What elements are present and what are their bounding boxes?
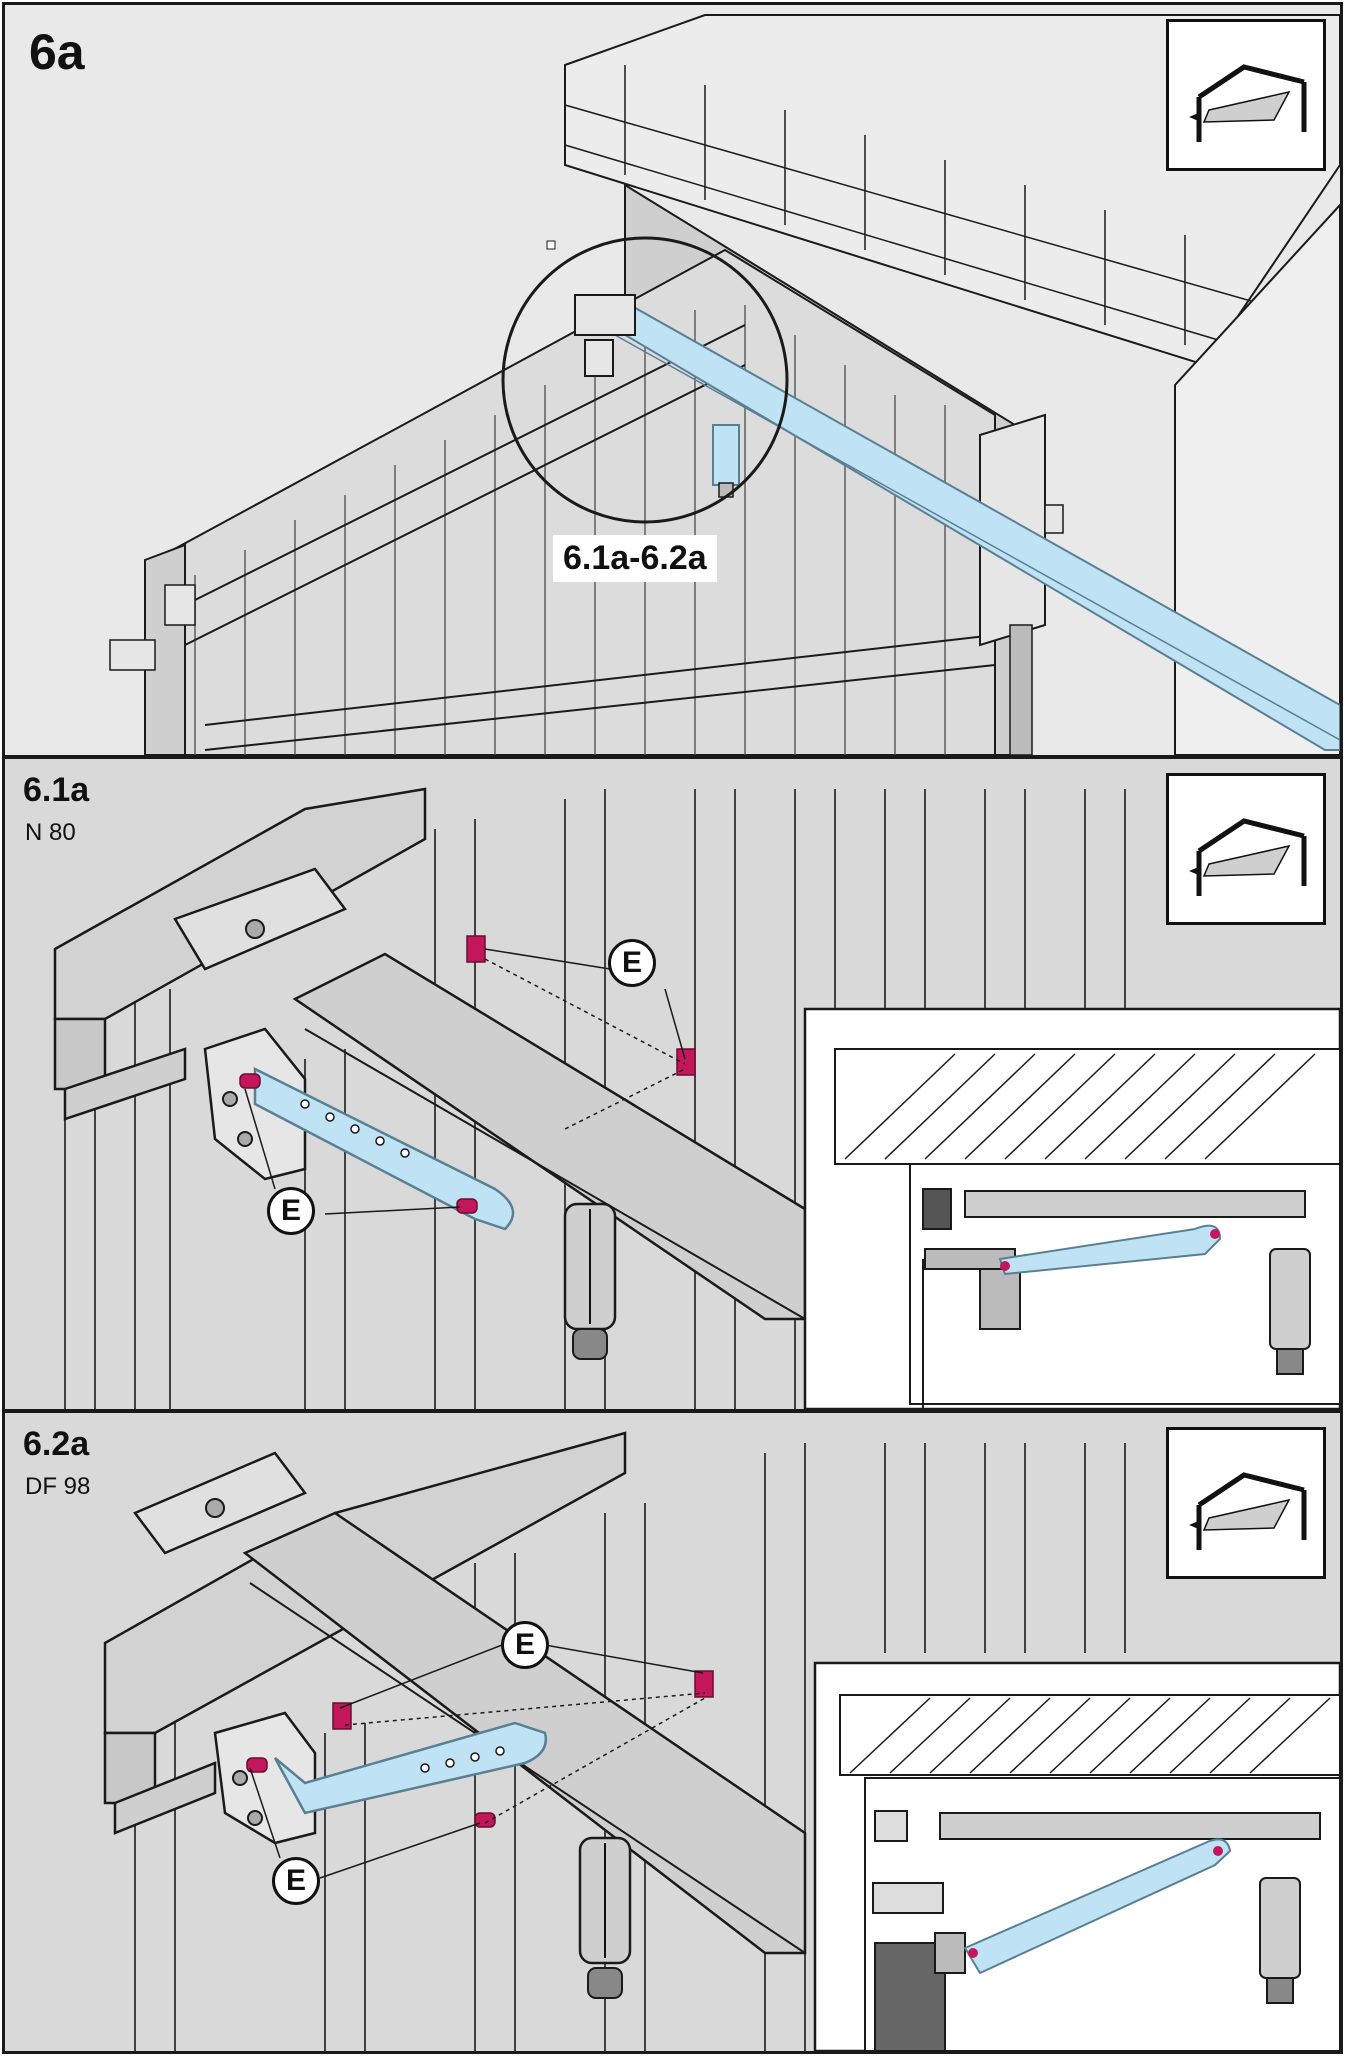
- detail-callout-label: 6.1a-6.2a: [553, 535, 717, 582]
- label-e-bottom: E: [267, 1187, 315, 1235]
- label-e-bottom: E: [272, 1857, 320, 1905]
- fastener-group: [246, 1670, 714, 1828]
- step-number: 6a: [29, 24, 85, 80]
- thumbnail-frame: [1166, 1427, 1326, 1579]
- label-e-top: E: [501, 1621, 549, 1669]
- panel-6a: 6a 6.1a-6.2a: [2, 2, 1343, 758]
- n80-illustration: [5, 759, 1340, 1409]
- label-e-top: E: [608, 939, 656, 987]
- section-detail: [803, 1007, 1340, 1409]
- door-arm: [273, 1721, 548, 1815]
- panel-6-1a: 6.1a N 80 E E: [2, 756, 1343, 1412]
- product-subtitle: DF 98: [25, 1473, 91, 1500]
- detail-circle: [501, 236, 789, 524]
- df98-illustration: [5, 1413, 1340, 2051]
- product-subtitle: N 80: [25, 819, 76, 846]
- door-opener-icon: [1189, 64, 1307, 142]
- fastener-group: [239, 935, 696, 1214]
- section-detail: [813, 1661, 1340, 2051]
- thumbnail-frame: [1166, 773, 1326, 925]
- thumbnail-frame: [1166, 19, 1326, 171]
- step-number: 6.1a: [23, 771, 90, 809]
- door-opener-icon: [1189, 1472, 1307, 1550]
- panel-6-2a: 6.2a DF 98 E E: [2, 1410, 1343, 2054]
- brick-lines: [564, 65, 1266, 346]
- step-number: 6.2a: [23, 1425, 90, 1463]
- door-opener-icon: [1189, 818, 1307, 896]
- overview-illustration: [5, 5, 1340, 755]
- door-arm: [253, 1066, 515, 1231]
